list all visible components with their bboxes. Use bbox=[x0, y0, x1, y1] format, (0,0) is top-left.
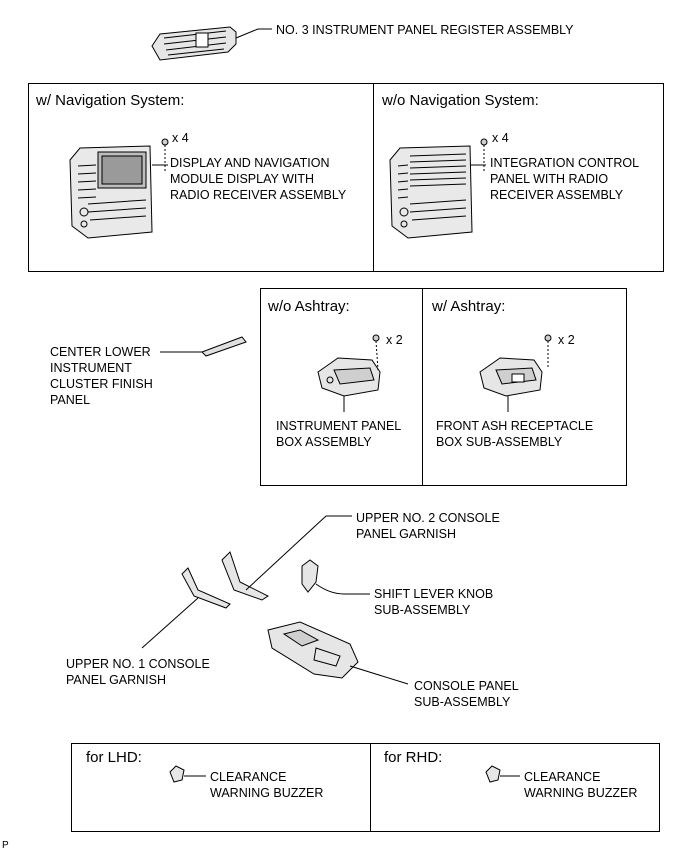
upper-no1-label: UPPER NO. 1 CONSOLE PANEL GARNISH bbox=[66, 657, 210, 687]
lhd-buzzer-label: CLEARANCE WARNING BUZZER bbox=[210, 770, 324, 800]
upper-no2-garnish-drawing bbox=[221, 551, 269, 601]
instrument-panel-register-drawing bbox=[151, 26, 237, 61]
with-ashtray-qty: x 2 bbox=[558, 333, 575, 347]
console-panel-drawing bbox=[267, 621, 359, 679]
console-panel-leader-line bbox=[349, 665, 409, 685]
shift-knob-label: SHIFT LEVER KNOB SUB-ASSEMBLY bbox=[374, 587, 494, 617]
register-label: NO. 3 INSTRUMENT PANEL REGISTER ASSEMBLY bbox=[276, 23, 574, 37]
without-ashtray-heading: w/o Ashtray: bbox=[268, 298, 350, 315]
buzzer-rhd-drawing bbox=[485, 765, 501, 783]
with-ashtray-label: FRONT ASH RECEPTACLE BOX SUB-ASSEMBLY bbox=[436, 419, 594, 449]
without-ashtray-label: INSTRUMENT PANEL BOX ASSEMBLY bbox=[276, 419, 402, 449]
rhd-buzzer-label: CLEARANCE WARNING BUZZER bbox=[524, 770, 638, 800]
buzzer-section-box bbox=[71, 743, 660, 832]
integration-control-panel-drawing bbox=[389, 145, 473, 239]
shift-knob-drawing bbox=[301, 559, 319, 593]
with-nav-qty: x 4 bbox=[172, 131, 189, 145]
navigation-section-box bbox=[28, 83, 664, 272]
without-nav-heading: w/o Navigation System: bbox=[382, 92, 539, 109]
rhd-heading: for RHD: bbox=[384, 749, 443, 766]
shift-knob-leader-line bbox=[315, 583, 370, 595]
upper-no1-leader-line bbox=[141, 597, 199, 649]
navigation-section-divider bbox=[373, 83, 374, 272]
lhd-heading: for LHD: bbox=[86, 749, 142, 766]
ash-receptacle-box-drawing bbox=[479, 357, 543, 397]
figure-code: P bbox=[2, 840, 9, 851]
without-nav-qty: x 4 bbox=[492, 131, 509, 145]
finish-panel-label: CENTER LOWER INSTRUMENT CLUSTER FINISH P… bbox=[50, 345, 153, 407]
with-nav-label: DISPLAY AND NAVIGATION MODULE DISPLAY WI… bbox=[170, 156, 347, 202]
upper-no2-leader-line bbox=[245, 515, 327, 591]
without-ashtray-qty: x 2 bbox=[386, 333, 403, 347]
console-panel-label: CONSOLE PANEL SUB-ASSEMBLY bbox=[414, 679, 519, 709]
with-nav-heading: w/ Navigation System: bbox=[36, 92, 185, 109]
ashtray-section-divider bbox=[422, 288, 423, 486]
finish-panel-drawing bbox=[201, 336, 247, 357]
instrument-panel-box-drawing bbox=[317, 357, 381, 397]
buzzer-lhd-drawing bbox=[169, 765, 185, 783]
ashtray-section-box bbox=[260, 288, 627, 486]
upper-no1-garnish-drawing bbox=[181, 567, 231, 609]
register-leader-line bbox=[235, 28, 259, 39]
without-nav-label: INTEGRATION CONTROL PANEL WITH RADIO REC… bbox=[490, 156, 640, 202]
buzzer-section-divider bbox=[370, 743, 371, 832]
with-ashtray-heading: w/ Ashtray: bbox=[432, 298, 506, 315]
navigation-head-unit-drawing bbox=[69, 145, 153, 239]
upper-no2-label: UPPER NO. 2 CONSOLE PANEL GARNISH bbox=[356, 511, 500, 541]
